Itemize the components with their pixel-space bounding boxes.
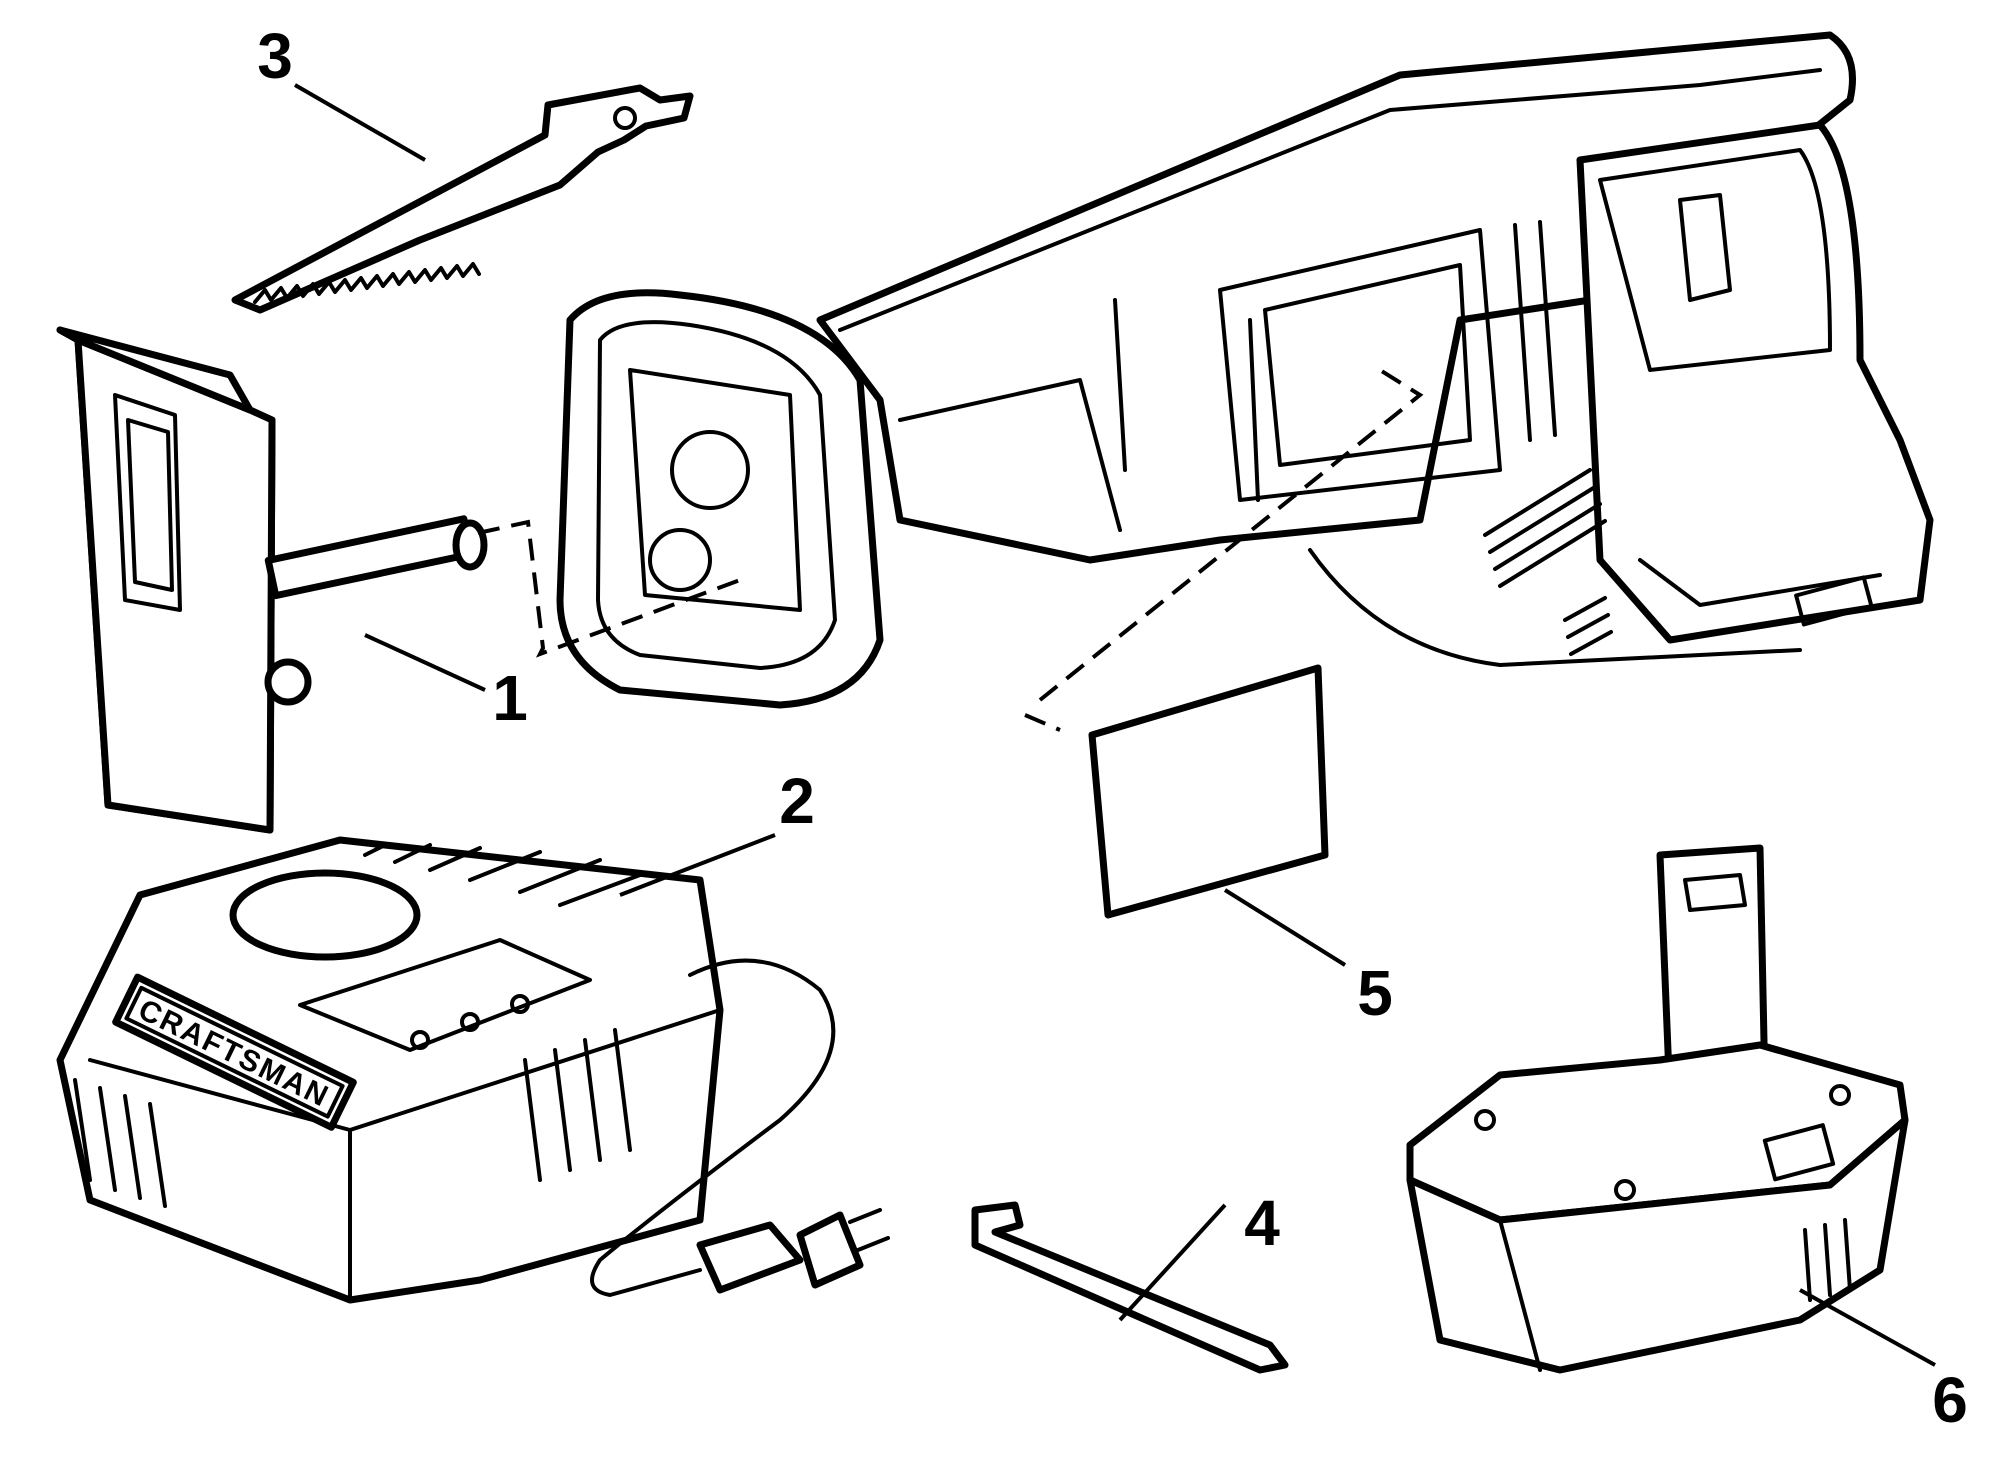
callout-3: 3: [257, 20, 293, 92]
hex-key: [971, 1201, 1289, 1374]
reciprocating-saw: [556, 31, 1934, 709]
saw-blade: [231, 84, 694, 314]
callout-2: 2: [779, 765, 815, 837]
callout-4: 4: [1244, 1187, 1280, 1259]
label-sticker: [1088, 664, 1329, 919]
battery-charger: CRAFTSMAN: [56, 836, 890, 1304]
charger-vents: [73, 843, 642, 1208]
battery-pack: [1406, 844, 1909, 1374]
assembly-guide-lines: [477, 368, 1424, 732]
callout-1: 1: [492, 662, 528, 734]
leader-lines: [294, 83, 1936, 1367]
callout-5: 5: [1357, 957, 1393, 1029]
blade-clamp-tool: [56, 326, 488, 834]
callout-6: 6: [1932, 1364, 1968, 1436]
callout-labels: 1 2 3 4 5 6: [257, 20, 1968, 1436]
